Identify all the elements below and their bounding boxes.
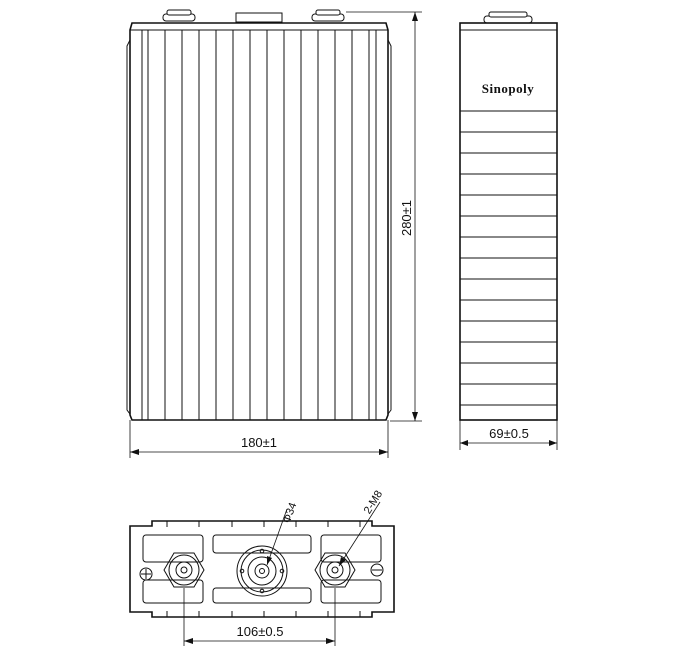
width-dimension: 180±1 bbox=[129, 420, 389, 458]
width-label: 180±1 bbox=[241, 435, 277, 450]
terminal-spacing-dimension: 106±0.5 bbox=[183, 588, 336, 646]
side-body-outline bbox=[459, 22, 558, 421]
side-view: Sinopoly 69±0.5 bbox=[459, 11, 558, 450]
front-terminal-right bbox=[311, 9, 345, 22]
top-rib-marks bbox=[166, 521, 361, 617]
front-vent-cap bbox=[235, 12, 283, 23]
center-terminal bbox=[236, 545, 288, 597]
right-terminal-nut bbox=[314, 552, 356, 588]
front-body-outline bbox=[129, 22, 389, 421]
screw-mark-right-icon bbox=[370, 563, 384, 577]
diameter-leader: Φ34 bbox=[266, 501, 299, 566]
left-terminal-nut bbox=[163, 552, 205, 588]
side-terminal bbox=[483, 11, 533, 24]
front-ribs bbox=[141, 30, 377, 420]
bolt-label: 2-M8 bbox=[362, 489, 385, 517]
thickness-dimension: 69±0.5 bbox=[459, 420, 558, 450]
brand-logo: Sinopoly bbox=[482, 81, 534, 96]
height-label: 280±1 bbox=[399, 200, 414, 236]
terminal-spacing-label: 106±0.5 bbox=[237, 624, 284, 639]
front-view: 280±1 180±1 bbox=[126, 9, 422, 458]
top-body-outline bbox=[129, 520, 395, 618]
screw-mark-left-icon bbox=[139, 567, 153, 581]
thickness-label: 69±0.5 bbox=[489, 426, 529, 441]
top-view: Φ34 2-M8 106±0.5 bbox=[129, 489, 395, 646]
front-terminal-left bbox=[162, 9, 196, 22]
side-ribs bbox=[460, 110, 557, 406]
height-dimension: 280±1 bbox=[346, 11, 422, 422]
